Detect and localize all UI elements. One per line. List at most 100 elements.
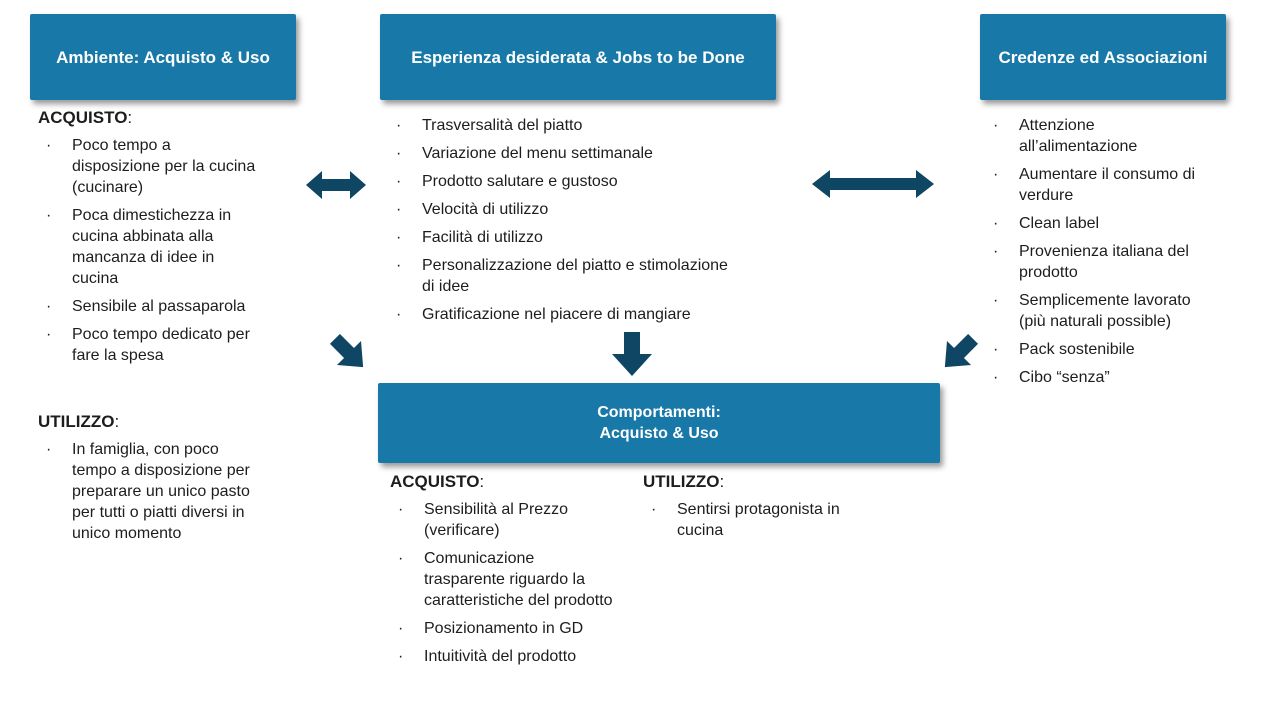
header-box-credenze: Credenze ed Associazioni [980, 14, 1226, 100]
bullet-marker: · [993, 369, 999, 386]
list-item: · Clean label [985, 213, 1215, 234]
credenze-panel-content: · Attenzione all’alimentazione · Aumentare … [985, 115, 1215, 395]
header-box-esperienza: Esperienza desiderata & Jobs to be Done [380, 14, 776, 100]
bullet-marker: · [46, 207, 52, 224]
heading-colon: : [127, 108, 133, 127]
bullet-marker: · [396, 257, 402, 274]
bullet-marker: · [398, 648, 404, 665]
double-arrow-left-icon [306, 169, 366, 201]
bullet-marker: · [398, 620, 404, 637]
bullet-marker: · [993, 292, 999, 309]
list-item: · In famiglia, con poco tempo a disposizi… [38, 439, 258, 544]
list-item: · Cibo “senza” [985, 367, 1215, 388]
bullet-marker: · [398, 550, 404, 567]
bullet-marker: · [46, 326, 52, 343]
list-item-text: Pack sostenibile [1019, 341, 1135, 358]
comportamenti-utilizzo-column: UTILIZZO: · Sentirsi protagonista in cuci… [643, 472, 867, 548]
header-title-credenze: Credenze ed Associazioni [998, 47, 1208, 67]
esperienza-list: · Trasversalità del piatto · Variazione del… [388, 115, 732, 325]
double-arrow-right-icon [812, 168, 934, 200]
bottom-acquisto-heading-text: ACQUISTO [390, 472, 480, 491]
acquisto-section-heading: ACQUISTO: [38, 108, 258, 128]
list-item: · Trasversalità del piatto [388, 115, 732, 136]
list-item: · Sensibile al passaparola [38, 296, 258, 317]
list-item: · Poco tempo a disposizione per la cucina… [38, 135, 258, 198]
list-item-text: Prodotto salutare e gustoso [422, 173, 618, 190]
bullet-marker: · [651, 501, 657, 518]
heading-colon: : [719, 472, 725, 491]
list-item-text: Clean label [1019, 215, 1100, 232]
list-item: ·Personalizzazione del piatto e stimolaz… [388, 255, 732, 297]
bullet-marker: · [396, 117, 402, 134]
list-item: · Semplicemente lavorato (più naturali po… [985, 290, 1215, 332]
comportamenti-acquisto-column: ACQUISTO: · Sensibilità al Prezzo (verifi… [390, 472, 614, 674]
bottom-acquisto-heading: ACQUISTO: [390, 472, 614, 492]
header-title-esperienza: Esperienza desiderata & Jobs to be Done [411, 47, 745, 67]
bullet-marker: · [993, 215, 999, 232]
list-item-text: Provenienza italiana del prodotto [1019, 243, 1189, 281]
heading-colon: : [114, 412, 120, 431]
list-item-text: In famiglia, con poco tempo a disposizio… [72, 441, 250, 542]
header-title-ambiente: Ambiente: Acquisto & Uso [56, 47, 270, 67]
list-item-text: Intuitività del prodotto [424, 648, 577, 665]
esperienza-panel-content: · Trasversalità del piatto · Variazione del… [388, 115, 732, 332]
list-item-text: Cibo “senza” [1019, 369, 1110, 386]
diagonal-down-right-arrow-icon [323, 327, 375, 379]
bullet-marker: · [993, 243, 999, 260]
header-box-comportamenti: Comportamenti: Acquisto & Uso [378, 383, 940, 463]
list-item-text: Semplicemente lavorato (più naturali pos… [1019, 292, 1191, 330]
list-item-text: Poca dimestichezza in cucina abbinata al… [72, 207, 232, 287]
list-item-text: Attenzione all’alimentazione [1019, 117, 1138, 155]
bullet-marker: · [993, 117, 999, 134]
list-item-text: Velocità di utilizzo [422, 201, 549, 218]
list-item-text: Facilità di utilizzo [422, 229, 543, 246]
list-item-text: Gratificazione nel piacere di mangiare [422, 306, 691, 323]
bullet-marker: · [396, 173, 402, 190]
bullet-marker: · [46, 137, 52, 154]
utilizzo-section-heading: UTILIZZO: [38, 412, 258, 432]
list-item: · Posizionamento in GD [390, 618, 614, 639]
list-item: ·Facilità di utilizzo [388, 227, 732, 248]
list-item-text: Variazione del menu settimanale [422, 145, 653, 162]
list-item: · Sensibilità al Prezzo (verificare) [390, 499, 614, 541]
list-item-text: Comunicazione trasparente riguardo la ca… [424, 550, 613, 609]
list-item-text: Sensibilità al Prezzo (verificare) [424, 501, 569, 539]
list-item-text: Poco tempo a disposizione per la cucina … [72, 137, 256, 196]
comportamenti-title: Comportamenti: Acquisto & Uso [597, 402, 721, 444]
down-arrow-icon [612, 332, 652, 376]
bullet-marker: · [993, 341, 999, 358]
list-item-text: Trasversalità del piatto [422, 117, 583, 134]
list-item: · Comunicazione trasparente riguardo la c… [390, 548, 614, 611]
list-item: · Velocità di utilizzo [388, 199, 732, 220]
list-item-text: Aumentare il consumo di verdure [1019, 166, 1196, 204]
list-item-text: Poco tempo dedicato per fare la spesa [72, 326, 250, 364]
bottom-utilizzo-heading-text: UTILIZZO [643, 472, 720, 491]
list-item: · Provenienza italiana del prodotto [985, 241, 1215, 283]
list-item: · Intuitività del prodotto [390, 646, 614, 667]
list-item: · Gratificazione nel piacere di mangiare [388, 304, 732, 325]
list-item: · Sentirsi protagonista in cucina [643, 499, 867, 541]
list-item-text: Sensibile al passaparola [72, 298, 246, 315]
list-item: · Poco tempo dedicato per fare la spesa [38, 324, 258, 366]
list-item-text: Posizionamento in GD [424, 620, 584, 637]
list-item: · Pack sostenibile [985, 339, 1215, 360]
header-box-ambiente: Ambiente: Acquisto & Uso [30, 14, 296, 100]
list-item-text: Sentirsi protagonista in cucina [677, 501, 840, 539]
heading-colon: : [479, 472, 485, 491]
bullet-marker: · [396, 145, 402, 162]
bullet-marker: · [396, 201, 402, 218]
comportamenti-acquisto-list: · Sensibilità al Prezzo (verificare) · Comu… [390, 499, 614, 667]
bottom-utilizzo-heading: UTILIZZO: [643, 472, 867, 492]
bullet-marker: · [46, 441, 52, 458]
bullet-marker: · [398, 501, 404, 518]
bullet-marker: · [46, 298, 52, 315]
list-item: · Aumentare il consumo di verdure [985, 164, 1215, 206]
comportamenti-utilizzo-list: · Sentirsi protagonista in cucina [643, 499, 867, 541]
utilizzo-heading-text: UTILIZZO [38, 412, 115, 431]
diagonal-down-left-arrow-icon [933, 327, 985, 379]
bullet-marker: · [396, 306, 402, 323]
credenze-list: · Attenzione all’alimentazione · Aumentare … [985, 115, 1215, 388]
ambiente-panel-content: ACQUISTO: · Poco tempo a disposizione per… [38, 108, 258, 551]
bullet-marker: · [993, 166, 999, 183]
